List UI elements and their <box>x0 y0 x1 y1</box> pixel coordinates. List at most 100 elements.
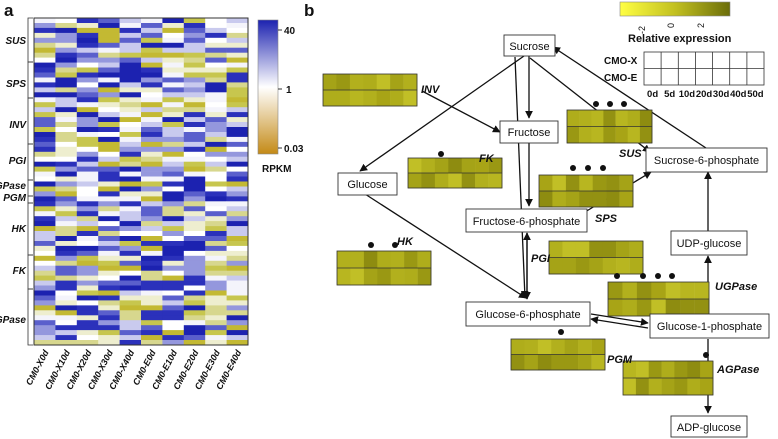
heatmap-cell <box>162 221 185 227</box>
heatmap-cell <box>98 181 120 187</box>
heatmap-cell <box>34 132 56 138</box>
strip-cell <box>616 257 630 275</box>
heatmap-cell <box>34 260 56 267</box>
heatmap-cell <box>55 122 78 128</box>
heatmap-cell <box>55 107 78 113</box>
heatmap-cell <box>141 201 163 207</box>
heatmap-cell <box>183 62 206 68</box>
heatmap-cell <box>226 265 249 271</box>
heatmap-cell <box>119 236 142 242</box>
strip-cell <box>665 299 681 317</box>
heatmap-cell <box>98 231 120 237</box>
strip-cell <box>539 175 553 192</box>
heatmap-cell <box>119 37 142 44</box>
heatmap-cell <box>141 82 163 88</box>
heatmap-cell <box>34 117 56 123</box>
heatmap-cell <box>34 176 56 182</box>
heatmap-cell <box>76 82 99 88</box>
heatmap-cell <box>119 201 142 207</box>
heatmap-cell <box>141 241 163 247</box>
heatmap-cell <box>76 310 99 316</box>
heatmap-cell <box>141 32 163 39</box>
heatmap-cell <box>183 325 206 331</box>
heatmap-cell <box>76 92 99 98</box>
heatmap-cell <box>162 201 185 207</box>
heatmap-cell <box>183 23 206 29</box>
heatmap-cell <box>55 216 78 222</box>
heatmap-cell <box>141 42 163 49</box>
ugpase-strip <box>607 281 710 317</box>
heatmap-cell <box>205 191 227 197</box>
panel-b-label: b <box>304 1 314 20</box>
heatmap-cell <box>55 310 78 316</box>
heatmap-cell <box>141 255 163 262</box>
heatmap-cell <box>55 270 78 276</box>
heatmap-cell <box>34 206 56 212</box>
heatmap-cell <box>98 42 120 49</box>
heatmap-cell <box>141 132 163 138</box>
heatmap-cell <box>34 216 56 222</box>
strip-cell <box>608 299 623 317</box>
hk-strip <box>336 250 432 286</box>
heatmap-cell <box>205 161 227 167</box>
heatmap-cell <box>34 37 56 44</box>
heatmap-cell <box>55 181 78 187</box>
heatmap-cell <box>76 340 99 346</box>
heatmap-cell <box>226 23 249 29</box>
heatmap-cell <box>119 191 142 197</box>
heatmap-cell <box>98 265 120 271</box>
gene-bracket <box>27 61 33 99</box>
heatmap-cell <box>205 340 227 346</box>
heatmap-cell <box>162 280 185 286</box>
heatmap-cell <box>162 156 185 162</box>
heatmap-cell <box>55 330 78 336</box>
heatmap-cell <box>162 260 185 267</box>
heatmap-cell <box>119 161 142 167</box>
heatmap-cell <box>34 270 56 276</box>
heatmap-cell <box>76 305 99 311</box>
heatmap-cell <box>34 340 56 346</box>
heatmap-cell <box>205 325 227 331</box>
heatmap-cell <box>205 107 227 113</box>
arrow-sucrose-g6p-path <box>514 56 529 299</box>
heatmap-cell <box>76 300 99 306</box>
heatmap-cell <box>55 151 78 158</box>
arrow-g6p-g1p <box>590 313 649 326</box>
heatmap-cell <box>205 241 227 247</box>
strip-cell <box>549 257 563 275</box>
heatmap-cell <box>141 122 163 128</box>
heatmap-cell <box>55 97 78 103</box>
heatmap-cell <box>141 186 163 192</box>
heatmap-cell <box>205 201 227 207</box>
heatmap-cell <box>76 315 99 321</box>
heatmap-cell <box>55 186 78 192</box>
heatmap-cell <box>141 275 163 281</box>
heatmap-cell <box>76 127 99 133</box>
heatmap-cell <box>76 191 99 197</box>
heatmap-cell <box>76 52 99 58</box>
strip-cell <box>350 268 365 286</box>
heatmap-cell <box>34 141 56 148</box>
strip-cell <box>623 361 637 379</box>
heatmap-cell <box>119 231 142 237</box>
heatmap-cell <box>162 335 185 341</box>
heatmap-cell <box>162 112 185 118</box>
heatmap-cell <box>226 156 249 162</box>
heatmap-cell <box>119 72 142 78</box>
strip-cell <box>603 110 616 127</box>
node-sucrose-box <box>503 34 556 57</box>
heatmap-cell <box>55 117 78 123</box>
heatmap-cell <box>162 102 185 108</box>
strip-cell <box>448 158 462 174</box>
heatmap-cell <box>183 260 206 267</box>
heatmap-cell <box>76 132 99 138</box>
heatmap-cell <box>98 127 120 133</box>
heatmap-cell <box>119 102 142 108</box>
heatmap-cell <box>162 117 185 123</box>
heatmap-cell <box>55 191 78 197</box>
heatmap-cell <box>183 52 206 58</box>
strip-cell <box>635 378 650 396</box>
heatmap-cell <box>205 23 227 29</box>
